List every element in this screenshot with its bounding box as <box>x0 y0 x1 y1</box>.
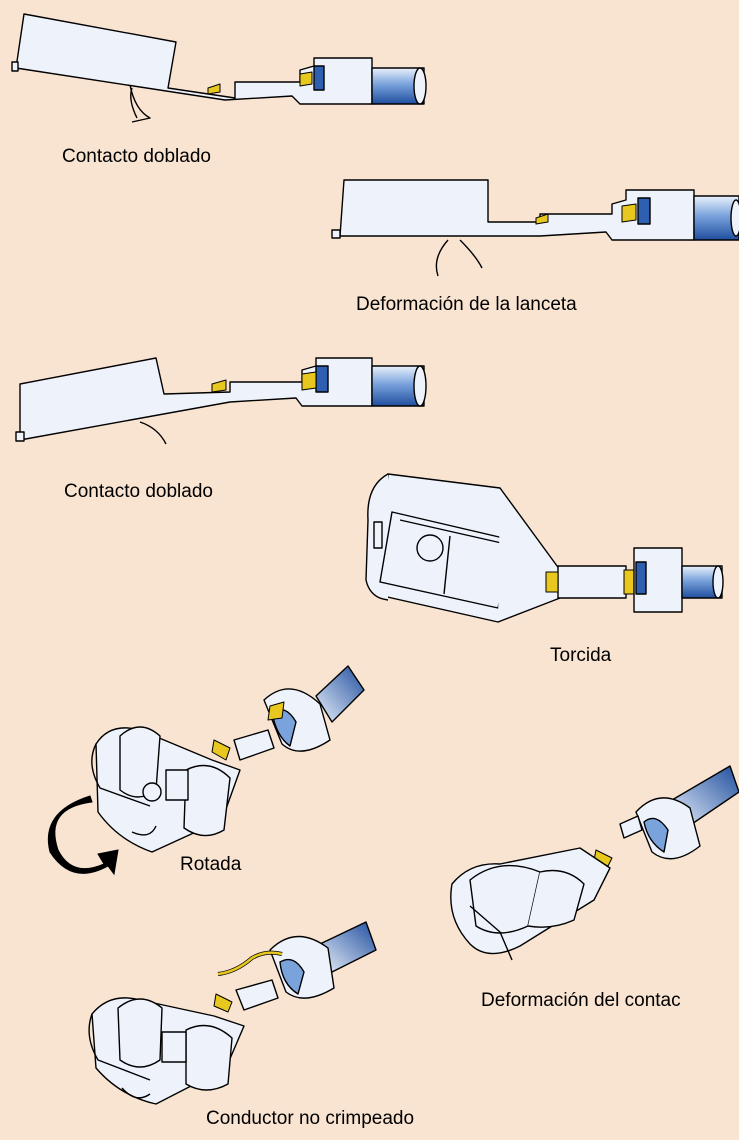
label-bent-contact-2: Contacto doblado <box>64 481 213 502</box>
label-rotated: Rotada <box>180 854 242 875</box>
label-contact-deformation: Deformación del contac <box>481 990 681 1011</box>
label-twisted: Torcida <box>550 645 612 666</box>
bent-contact-terminal-1 <box>11 13 427 123</box>
label-not-crimped: Conductor no crimpeado <box>206 1108 415 1129</box>
contact-deformation-terminal <box>450 765 739 961</box>
bent-contact-terminal-2 <box>15 357 427 445</box>
rotation-arrow <box>47 795 119 876</box>
uncrimped-conductor-terminal <box>88 921 377 1105</box>
lance-deformation-terminal <box>331 179 739 277</box>
label-lance-deformation: Deformación de la lanceta <box>356 294 577 315</box>
twisted-terminal <box>365 473 724 623</box>
label-bent-contact-1: Contacto doblado <box>62 146 211 167</box>
rotated-terminal <box>91 665 365 853</box>
